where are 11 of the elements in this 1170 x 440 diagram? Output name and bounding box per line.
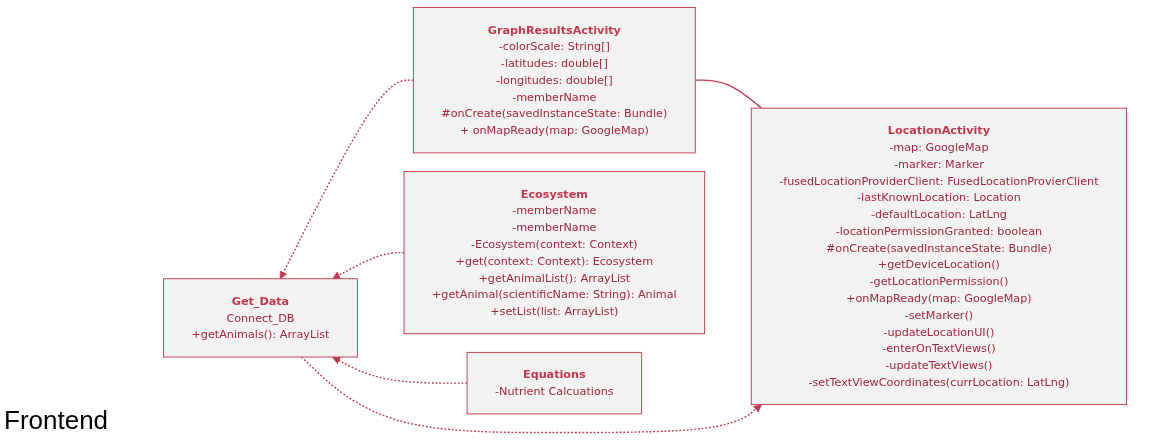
node-box: LocationActivity -map: GoogleMap -marker: Marker -fusedLocationProviderClient: FusedLocationProvierClient -lastKnownLocation: Location -defaultLocation: LatLng -locationPermissionGranted: boolean #onCreate(savedInstanceState: Bundle) +getDeviceLocation() -getLocationPermission() +onMapReady(map: GoogleMap) -setMarker() -updateLocationUI() -enterOnTextViews() -updateTextViews() -setTextViewCoordinates(currLocation: LatLng): [750, 107, 1127, 406]
arrow: [279, 79, 415, 280]
arrow: [300, 356, 762, 434]
connector: [694, 79, 763, 109]
arrow: [332, 356, 468, 384]
node-box: Ecosystem -memberName -memberName -Ecosystem(context: Context) +get(context: Context): Ecosystem +getAnimalList(): ArrayList +getAnimal(scientificName: String): Animal +setList(list: ArrayList): [403, 171, 706, 335]
node-box: Equations -Nutrient Calcuations: [466, 351, 643, 415]
node-box: GraphResultsActivity -colorScale: String[] -latitudes: double[] -longitudes: double[] -memberName #onCreate(savedInstanceState: Bundle) + onMapReady(map: GoogleMap): [412, 7, 696, 154]
node-box: Get_Data Connect_DB +getAnimals(): ArrayList: [163, 278, 358, 358]
arrow: [332, 251, 405, 280]
diagram-label: Frontend: [4, 405, 109, 436]
